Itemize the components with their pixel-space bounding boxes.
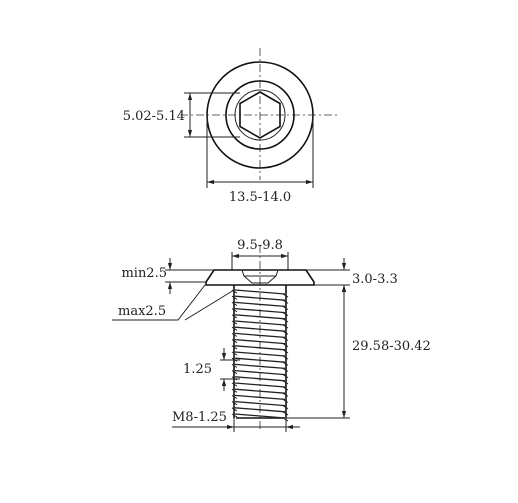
- thread-crest-right: [282, 336, 289, 341]
- thread-crest-right: [282, 324, 289, 329]
- thread-crest-left: [231, 339, 238, 344]
- thread-crest-left: [231, 351, 238, 356]
- thread-crest-right: [282, 343, 289, 348]
- min-dim-label: min2.5: [121, 266, 167, 281]
- thread-line: [234, 295, 286, 301]
- thread-line: [234, 289, 286, 295]
- thread-line: [234, 382, 286, 388]
- thread-crest-right: [282, 355, 289, 360]
- thread-crest-left: [231, 363, 238, 368]
- thread-line: [234, 363, 286, 370]
- thread-line: [234, 376, 286, 382]
- top-view: 5.02-5.14 13.5-14.0: [123, 48, 340, 205]
- thread-crest-right: [282, 312, 289, 317]
- thread-crest-right: [282, 299, 289, 304]
- thread-crest-right: [282, 318, 289, 323]
- socket-recess: [241, 269, 279, 277]
- thread-line: [234, 394, 286, 401]
- thread-crest-left: [231, 332, 238, 337]
- hex-socket: [239, 91, 281, 139]
- pitch-dim-label: 1.25: [183, 362, 212, 377]
- thread-line: [234, 407, 286, 413]
- thread-crest-right: [282, 392, 289, 397]
- thread-line: [234, 369, 286, 376]
- hex-socket-dim-label: 5.02-5.14: [123, 109, 185, 124]
- max-dim-label: max2.5: [118, 304, 166, 319]
- thread-line: [234, 307, 286, 314]
- socket-width-dim-label: 9.5-9.8: [237, 238, 283, 253]
- thread-crest-left: [231, 295, 238, 300]
- head-inner-circle: [225, 80, 295, 150]
- thread-crest-right: [282, 405, 289, 410]
- thread-line: [234, 301, 286, 308]
- thread-crest-right: [282, 305, 289, 310]
- thread-line: [234, 314, 286, 320]
- thread-crest-left: [231, 370, 238, 375]
- thread-line: [234, 332, 286, 339]
- thread-crest-right: [282, 293, 289, 298]
- thread-crest-left: [231, 326, 238, 331]
- thread-crest-left: [231, 301, 238, 306]
- thread-crest-left: [231, 394, 238, 399]
- thread-crest-right: [282, 349, 289, 354]
- thread-line: [234, 357, 286, 363]
- thread-crest-left: [231, 308, 238, 313]
- thread-line: [234, 400, 286, 407]
- max-dim-leader: [112, 284, 206, 321]
- socket-bottom: [243, 275, 277, 284]
- thread-crest-right: [282, 398, 289, 403]
- thread-line: [234, 326, 286, 332]
- thread-line: [234, 345, 286, 351]
- thread-crest-left: [231, 345, 238, 350]
- thread-crest-right: [282, 386, 289, 391]
- thread-crest-right: [282, 411, 289, 416]
- thread-crest-right: [282, 361, 289, 366]
- thread-crest-left: [231, 388, 238, 393]
- head-diameter-dim-label: 13.5-14.0: [229, 190, 291, 205]
- side-view: 9.5-9.8 min2.5 max2.5 3.0-3.3 29.58-30.4…: [112, 238, 431, 432]
- thread-crest-right: [282, 330, 289, 335]
- thread-crest-left: [231, 407, 238, 412]
- thread-crest-left: [231, 413, 238, 418]
- max-dim-leader-2: [184, 289, 235, 321]
- thread-line: [234, 320, 286, 326]
- thread-crest-left: [231, 382, 238, 387]
- thread-line: [234, 351, 286, 357]
- thread-crest-right: [282, 380, 289, 385]
- thread-crest-left: [231, 320, 238, 325]
- socket-circle: [234, 89, 286, 141]
- thread-crest-left: [231, 314, 238, 319]
- thread-line: [234, 388, 286, 394]
- thread-line: [234, 338, 286, 345]
- head-height-dim-label: 3.0-3.3: [352, 272, 398, 287]
- thread-dim-label: M8-1.25: [172, 410, 227, 425]
- thread-crest-right: [282, 367, 289, 372]
- thread-crest-right: [282, 374, 289, 379]
- length-dim-label: 29.58-30.42: [352, 339, 431, 354]
- thread-line: [234, 413, 286, 419]
- thread-crest-left: [231, 401, 238, 406]
